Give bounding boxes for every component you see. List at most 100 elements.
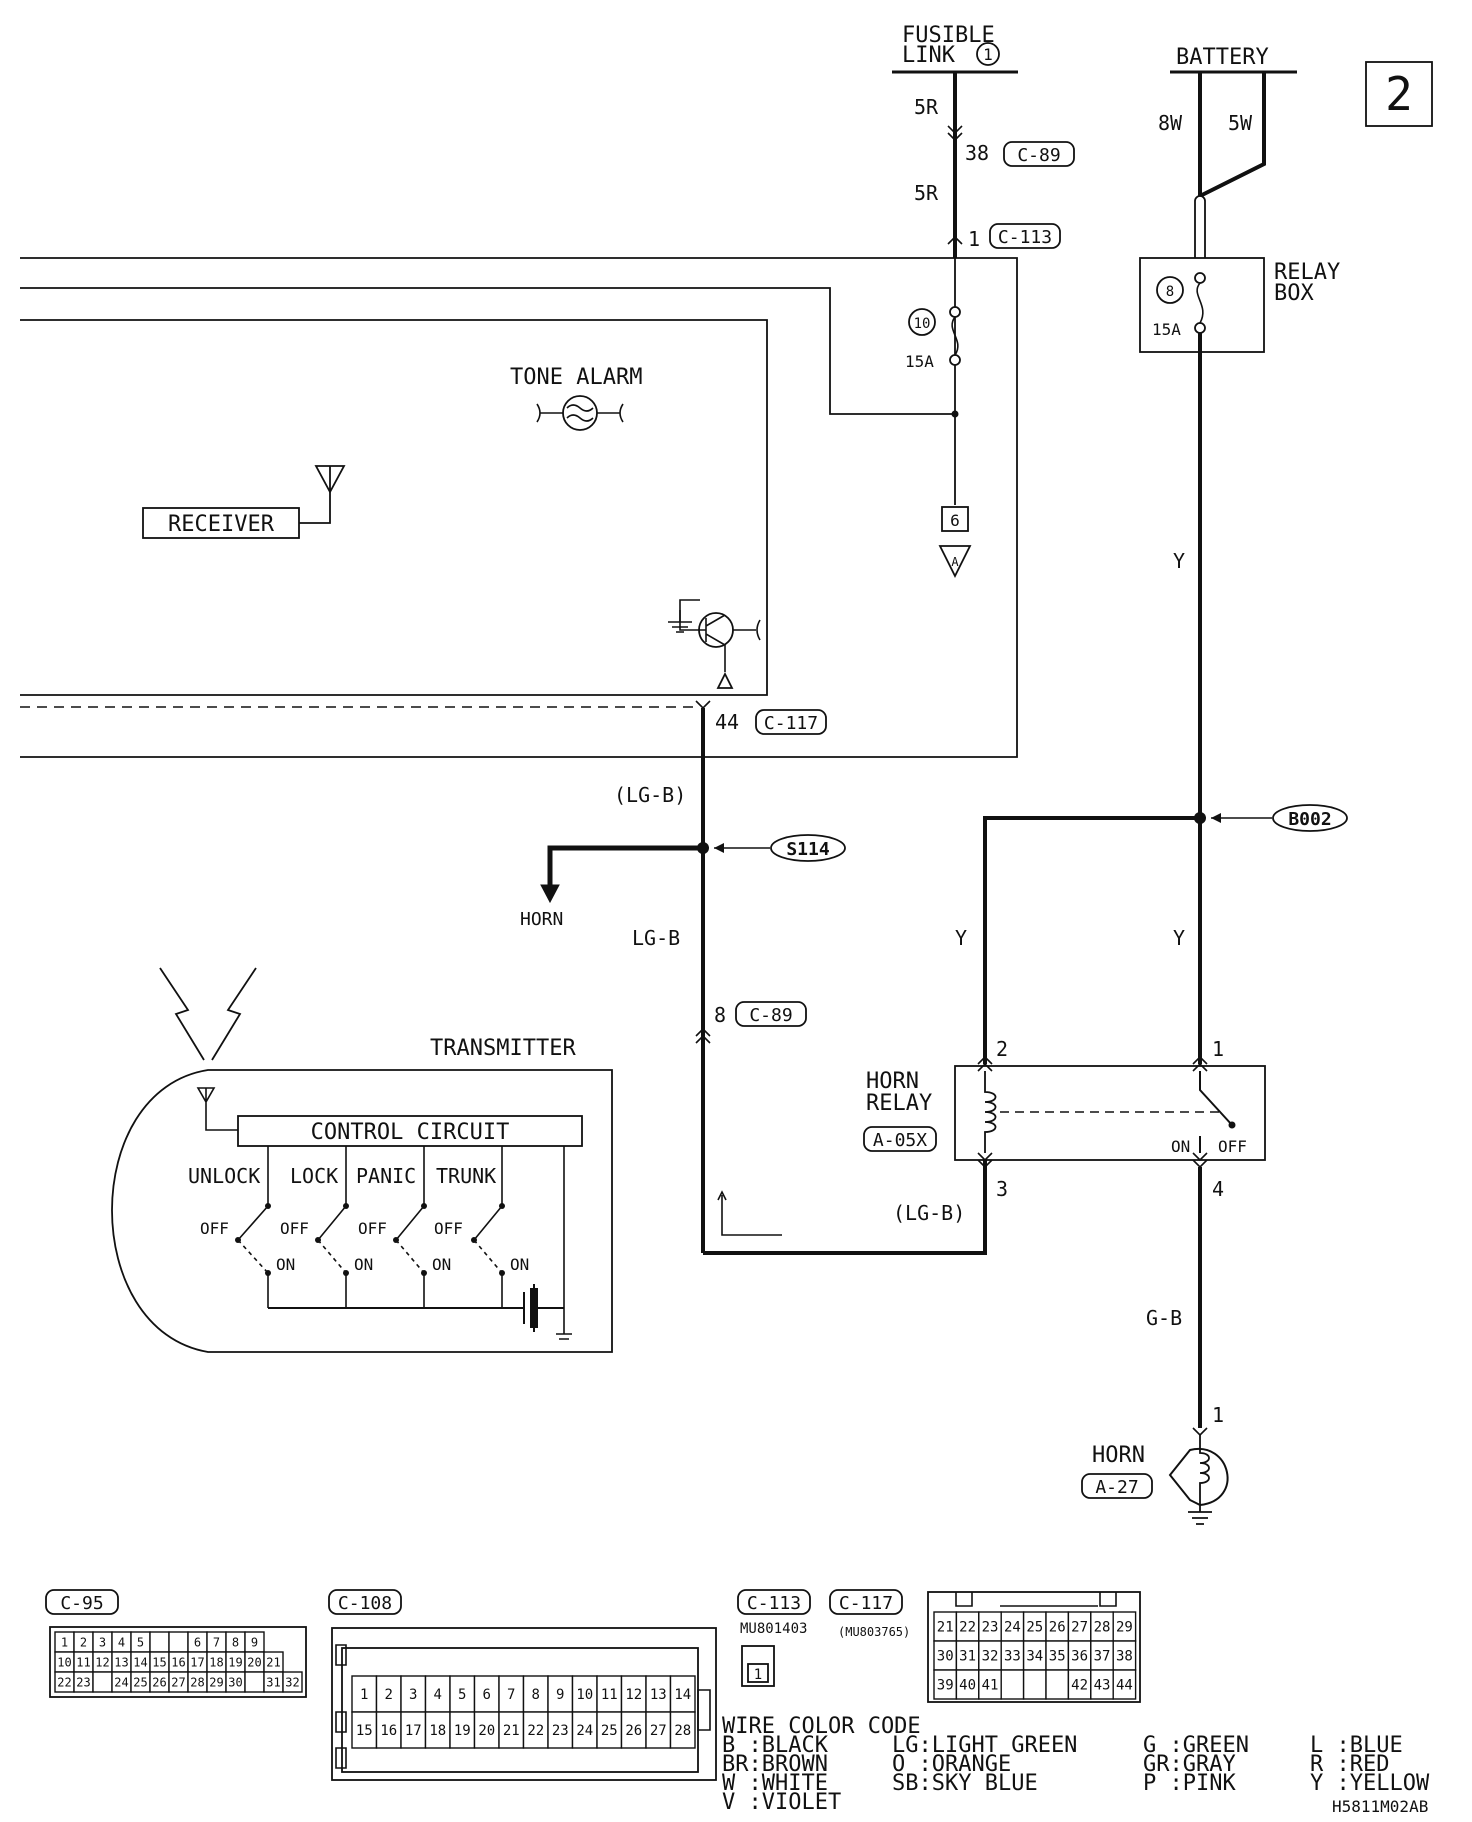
connector-pin-cell bbox=[168, 1631, 189, 1653]
connector-pin: 8 bbox=[532, 1687, 540, 1703]
fuse10-top-terminal bbox=[949, 306, 961, 318]
connector-pin: 4 bbox=[118, 1635, 125, 1649]
c108-label: C-108 bbox=[338, 1593, 392, 1614]
wire-y-right-label: Y bbox=[1173, 926, 1185, 950]
horn-connector-tag bbox=[1081, 1473, 1153, 1499]
connector-pin: 44 bbox=[1116, 1678, 1133, 1694]
splice-s114-arrow-icon bbox=[714, 843, 724, 853]
connector-pin: 13 bbox=[650, 1687, 667, 1703]
connector-pin: 26 bbox=[1049, 1620, 1066, 1636]
transmitter-outline bbox=[111, 1069, 613, 1353]
horn-label: HORN bbox=[1092, 1443, 1145, 1468]
color-code-violet: V :VIOLET bbox=[722, 1790, 841, 1815]
ref-6-box bbox=[941, 506, 969, 532]
connector-pin: 22 bbox=[57, 1675, 71, 1689]
horn-pin-1: 1 bbox=[1212, 1403, 1224, 1427]
connector-pin: 28 bbox=[1094, 1620, 1111, 1636]
connector-pin: 2 bbox=[80, 1635, 87, 1649]
transmitter-label: TRANSMITTER bbox=[430, 1036, 576, 1061]
color-code-orange: O :ORANGE bbox=[892, 1752, 1011, 1777]
ref-6: 6 bbox=[950, 511, 960, 530]
fusible-link-label-2: LINK bbox=[902, 43, 956, 68]
color-code-black: B :BLACK bbox=[722, 1733, 829, 1758]
button-panic-off: OFF bbox=[358, 1219, 387, 1238]
button-panic-on: ON bbox=[432, 1255, 451, 1274]
c113-tag bbox=[737, 1589, 811, 1615]
horn-relay-switch-icon bbox=[1199, 1071, 1233, 1126]
connector-pin: 31 bbox=[266, 1675, 280, 1689]
color-code-white: W :WHITE bbox=[722, 1771, 828, 1796]
c108-tag bbox=[328, 1589, 402, 1615]
color-code-gray: GR:GRAY bbox=[1143, 1752, 1236, 1777]
transmitter-button-trunk: TRUNK OFF ON bbox=[434, 1146, 529, 1308]
wire-lgb-label: LG-B bbox=[632, 926, 680, 950]
connector-c113-symbol bbox=[947, 235, 963, 245]
connector-pin-cell bbox=[547, 1675, 574, 1713]
connector-pin: 11 bbox=[601, 1687, 618, 1703]
horn-bell-icon bbox=[1168, 1447, 1229, 1507]
connector-pin: 17 bbox=[405, 1723, 422, 1739]
connector-pin: 22 bbox=[959, 1620, 976, 1636]
c113-pin: 1 bbox=[754, 1667, 762, 1683]
splice-b002: B002 bbox=[1288, 809, 1331, 830]
connector-pin: 29 bbox=[1116, 1620, 1133, 1636]
horn-relay-coil-icon bbox=[984, 1071, 997, 1153]
connector-pin-cell bbox=[424, 1711, 451, 1749]
transistor-output-lead bbox=[733, 619, 761, 641]
button-lock-label: LOCK bbox=[290, 1164, 338, 1188]
control-circuit-label: CONTROL CIRCUIT bbox=[311, 1120, 510, 1145]
connector-pin: 36 bbox=[1071, 1649, 1088, 1665]
wire-color-code-col2: LG:LIGHT GREEN O :ORANGE SB:SKY BLUE bbox=[892, 1733, 1077, 1796]
pin-38: 38 bbox=[965, 141, 989, 165]
connector-pin: 23 bbox=[552, 1723, 569, 1739]
receiver-label: RECEIVER bbox=[168, 512, 275, 537]
connector-pin: 21 bbox=[503, 1723, 520, 1739]
connector-pin: 30 bbox=[937, 1649, 954, 1665]
horn-relay-contact-icon bbox=[1228, 1121, 1236, 1129]
to-horn-label: HORN bbox=[520, 909, 563, 930]
wire-8w-label: 8W bbox=[1158, 111, 1183, 135]
connector-pin: 32 bbox=[285, 1675, 299, 1689]
wire-y-left-label: Y bbox=[955, 926, 967, 950]
color-code-green: G :GREEN bbox=[1143, 1733, 1249, 1758]
button-trunk-off: OFF bbox=[434, 1219, 463, 1238]
connector-pin: 35 bbox=[1049, 1649, 1066, 1665]
connector-pin-cell bbox=[92, 1671, 113, 1693]
connector-pin: 3 bbox=[99, 1635, 106, 1649]
horn-connector: A-27 bbox=[1095, 1477, 1138, 1498]
transmitter-button-panic: PANIC OFF ON bbox=[356, 1146, 451, 1308]
fuse10-junction bbox=[951, 410, 959, 418]
connector-pin-cell bbox=[244, 1671, 265, 1693]
connector-pin: 16 bbox=[380, 1723, 397, 1739]
connector-pin: 43 bbox=[1094, 1678, 1111, 1694]
battery-label: BATTERY bbox=[1176, 45, 1269, 70]
radio-signal-icon bbox=[159, 967, 257, 1061]
connector-pin: 40 bbox=[959, 1678, 976, 1694]
connector-pin: 14 bbox=[674, 1687, 691, 1703]
button-lock-off: OFF bbox=[280, 1219, 309, 1238]
horn-relay-pin2-symbol bbox=[977, 1055, 993, 1072]
connector-pin: 26 bbox=[152, 1675, 166, 1689]
connector-pin: 24 bbox=[576, 1723, 593, 1739]
fuse10-element bbox=[951, 316, 959, 356]
connector-pin: 19 bbox=[454, 1723, 471, 1739]
connector-pin: 20 bbox=[478, 1723, 495, 1739]
connector-pin: 22 bbox=[527, 1723, 544, 1739]
connector-pin-cell bbox=[645, 1675, 672, 1713]
connector-pin: 6 bbox=[194, 1635, 201, 1649]
tone-alarm-right-lead bbox=[597, 403, 624, 423]
receiver-antenna-wire bbox=[299, 490, 331, 524]
connector-pin-cell bbox=[400, 1711, 427, 1749]
connector-c113-tag bbox=[989, 223, 1061, 249]
horn-ground-icon bbox=[1188, 1500, 1212, 1525]
connector-pin-cell bbox=[282, 1671, 303, 1693]
pin-1-c113: 1 bbox=[968, 227, 980, 251]
horn-pin-symbol bbox=[1192, 1427, 1208, 1437]
horn-relay-connector-tag bbox=[863, 1126, 937, 1152]
fuse8-element bbox=[1196, 282, 1204, 324]
connector-pin: 15 bbox=[152, 1655, 166, 1669]
pin-4: 4 bbox=[1212, 1177, 1224, 1201]
